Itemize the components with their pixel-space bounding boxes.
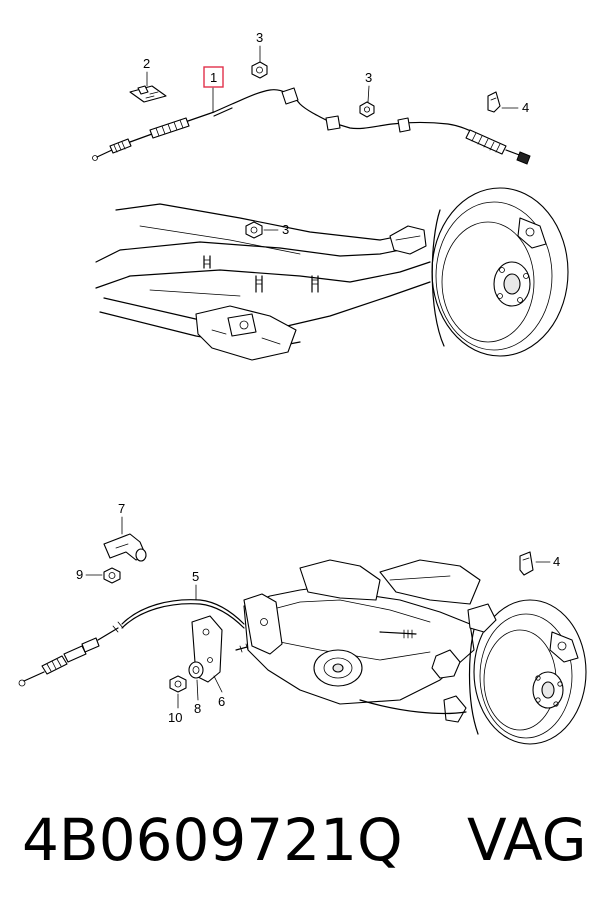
callout-7: 7: [118, 501, 125, 535]
svg-text:9: 9: [76, 567, 83, 582]
svg-text:4: 4: [553, 554, 560, 569]
callout-8: 8: [194, 679, 201, 716]
svg-text:3: 3: [256, 30, 263, 45]
rear-axle-beam: [95, 203, 431, 361]
brake-drum-hub-bottom: [467, 599, 587, 745]
handbrake-cable-top: [92, 61, 531, 165]
callout-10: 10: [168, 693, 182, 725]
callout-1-highlighted: 1: [203, 66, 224, 113]
svg-text:10: 10: [168, 710, 182, 725]
callout-2: 2: [143, 56, 150, 87]
highlight-box: [203, 66, 224, 88]
callout-3-top: 3: [256, 30, 263, 63]
brake-drum-hub-mid: [431, 187, 569, 357]
svg-text:2: 2: [143, 56, 150, 71]
callout-3-beam: 3: [263, 222, 289, 237]
callout-9: 9: [76, 567, 103, 582]
svg-text:1: 1: [210, 70, 217, 85]
svg-text:3: 3: [282, 222, 289, 237]
svg-text:6: 6: [218, 694, 225, 709]
svg-text:8: 8: [194, 701, 201, 716]
callout-4-top: 4: [501, 100, 529, 115]
svg-text:7: 7: [118, 501, 125, 516]
svg-text:4: 4: [522, 100, 529, 115]
svg-text:3: 3: [365, 70, 372, 85]
handbrake-cable-bottom: [18, 533, 534, 693]
callout-6: 6: [213, 675, 225, 709]
trailing-arm-assembly: [243, 559, 481, 723]
callout-4-bottom: 4: [535, 554, 560, 569]
part-number: 4B0609721Q: [22, 806, 403, 874]
callout-5: 5: [192, 569, 199, 601]
brand-label: VAG: [467, 806, 587, 874]
caption: 4B0609721Q VAG: [22, 806, 592, 886]
callout-3-mid: 3: [365, 70, 372, 103]
svg-text:5: 5: [192, 569, 199, 584]
